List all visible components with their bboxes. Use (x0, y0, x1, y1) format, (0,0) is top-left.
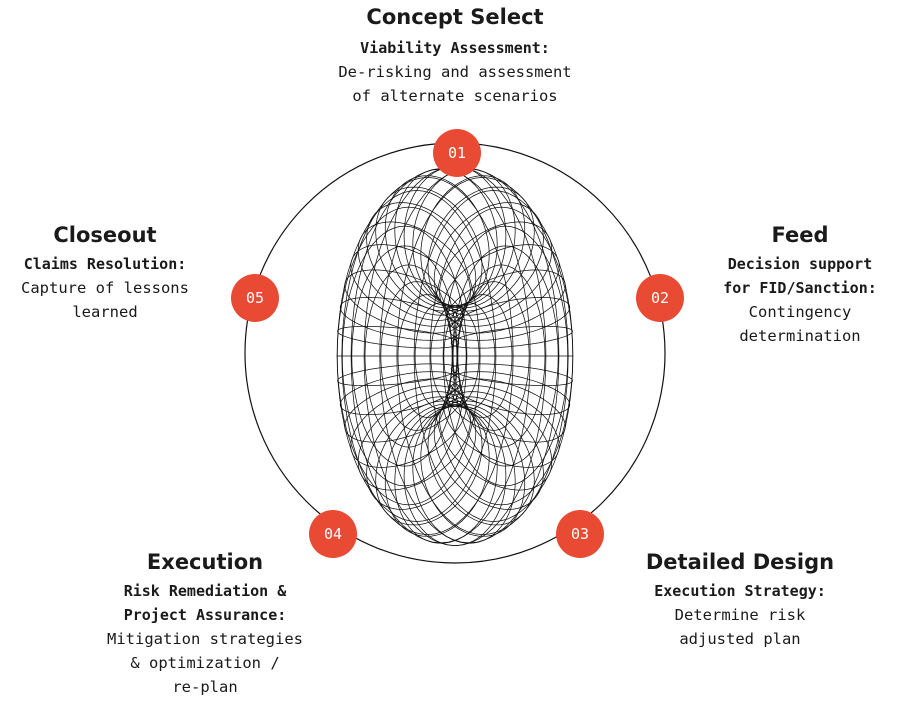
stage-description: Mitigation strategies & optimization / r… (80, 627, 330, 699)
stage-description: Determine risk adjusted plan (620, 603, 860, 651)
torus-parallel-line (336, 190, 497, 522)
subtitle-line: Viability Assessment: (360, 39, 550, 57)
description-line: Mitigation strategies (107, 630, 303, 648)
stage-badge-01[interactable]: 01 (433, 129, 481, 177)
stage-title: Feed (771, 223, 829, 247)
torus-parallel-line (443, 302, 496, 410)
torus-parallel-line (379, 168, 560, 544)
description-line: Capture of lessons (21, 279, 189, 297)
subtitle-line: Execution Strategy: (654, 582, 826, 600)
torus-parallel-line (429, 206, 574, 506)
torus-parallel-line (413, 190, 574, 522)
description-line: Contingency (748, 303, 852, 321)
subtitle-line: for FID/Sanction: (723, 279, 877, 297)
subtitle-line: Project Assurance: (123, 606, 287, 624)
torus-parallel-line (380, 281, 453, 431)
stage-title: Execution (146, 550, 264, 574)
torus-parallel-line (341, 225, 468, 487)
stage-title: Detailed Design (645, 550, 835, 574)
stage-subtitle: Viability Assessment: (300, 36, 610, 60)
description-line: & optimization / (130, 654, 280, 672)
description-line: re-plan (172, 678, 238, 696)
torus-parallel-line (457, 281, 530, 431)
stage-badge-04[interactable]: 04 (309, 510, 357, 558)
stage-badge-number: 01 (448, 144, 466, 162)
description-line: learned (72, 303, 138, 321)
stage-closeout: Closeout Claims Resolution: Capture of l… (2, 222, 208, 324)
torus-parallel-line (363, 166, 547, 546)
torus-parallel-line (430, 305, 480, 407)
description-line: determination (739, 327, 861, 345)
stage-badge-circle (231, 274, 279, 322)
torus-parallel-line (452, 294, 513, 418)
stage-badge-number: 04 (324, 525, 342, 543)
subtitle-line: Claims Resolution: (23, 255, 187, 273)
torus-parallel-line (364, 264, 453, 448)
description-line: adjusted plan (679, 630, 801, 648)
description-line: De-risking and assessment (338, 63, 572, 81)
torus-parallel-line (442, 225, 569, 487)
stage-subtitle: Decision support for FID/Sanction: (700, 252, 900, 300)
stage-subtitle: Claims Resolution: (2, 252, 208, 276)
subtitle-line: Decision support (727, 255, 873, 273)
stage-detailed-design: Detailed Design Execution Strategy: Dete… (620, 549, 860, 651)
stage-description: De-risking and assessment of alternate s… (300, 60, 610, 108)
stage-subtitle: Execution Strategy: (620, 579, 860, 603)
torus-parallel-line (341, 177, 514, 535)
stage-title: Concept Select (366, 5, 544, 29)
stage-feed: Feed Decision support for FID/Sanction: … (700, 222, 900, 348)
stage-badge-number: 03 (571, 525, 589, 543)
stage-badge-number: 02 (651, 289, 669, 307)
wireframe-torus-icon (336, 166, 574, 546)
subtitle-line: Risk Remediation & (123, 582, 287, 600)
stage-badge-circle (556, 510, 604, 558)
torus-parallel-line (396, 177, 569, 535)
torus-parallel-line (351, 245, 458, 467)
stage-subtitle: Risk Remediation & Project Assurance: (80, 579, 330, 627)
stage-title: Closeout (53, 223, 157, 247)
description-line: of alternate scenarios (352, 87, 558, 105)
stage-badge-03[interactable]: 03 (556, 510, 604, 558)
stage-badge-circle (309, 510, 357, 558)
stage-badge-circle (433, 129, 481, 177)
stage-badge-circle (636, 274, 684, 322)
stage-description: Capture of lessons learned (2, 276, 208, 324)
torus-parallel-line (350, 168, 531, 544)
stage-badge-05[interactable]: 05 (231, 274, 279, 322)
description-line: Determine risk (674, 606, 806, 624)
torus-parallel-line (452, 245, 559, 467)
stage-concept-select: Concept Select Viability Assessment: De-… (300, 4, 610, 108)
stage-badge-02[interactable]: 02 (636, 274, 684, 322)
torus-parallel-line (414, 302, 467, 410)
stage-description: Contingency determination (700, 300, 900, 348)
stage-execution: Execution Risk Remediation & Project Ass… (80, 549, 330, 699)
torus-parallel-line (397, 294, 458, 418)
stage-badge-number: 05 (246, 289, 264, 307)
